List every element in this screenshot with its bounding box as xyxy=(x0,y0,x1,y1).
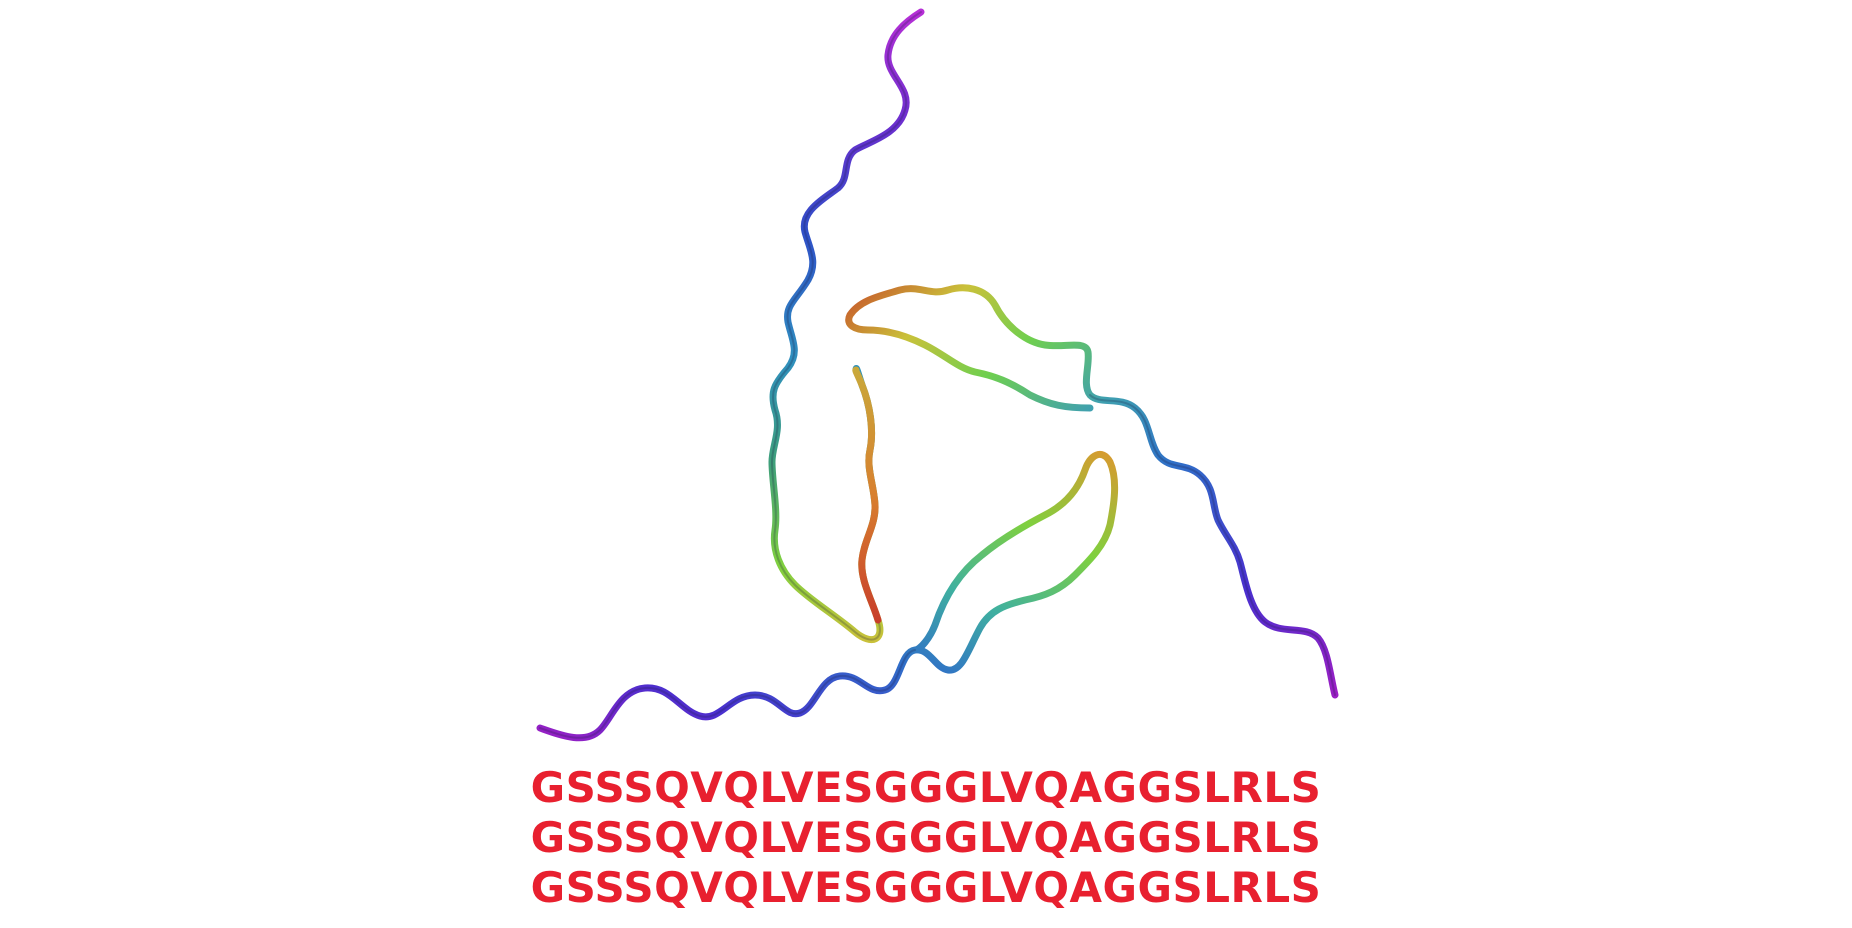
sequence-text-block: GSSSQVQLVESGGGLVQAGGSLRLS GSSSQVQLVESGGG… xyxy=(0,763,1852,913)
ribbon-chain-b xyxy=(536,450,1119,742)
sequence-line-3: GSSSQVQLVESGGGLVQAGGSLRLS xyxy=(530,863,1322,912)
sequence-line-2: GSSSQVQLVESGGGLVQAGGSLRLS xyxy=(530,813,1322,862)
ribbon-chain-c xyxy=(845,284,1339,699)
ribbon-chain-a xyxy=(768,8,925,644)
sequence-line-1: GSSSQVQLVESGGGLVQAGGSLRLS xyxy=(530,763,1322,812)
